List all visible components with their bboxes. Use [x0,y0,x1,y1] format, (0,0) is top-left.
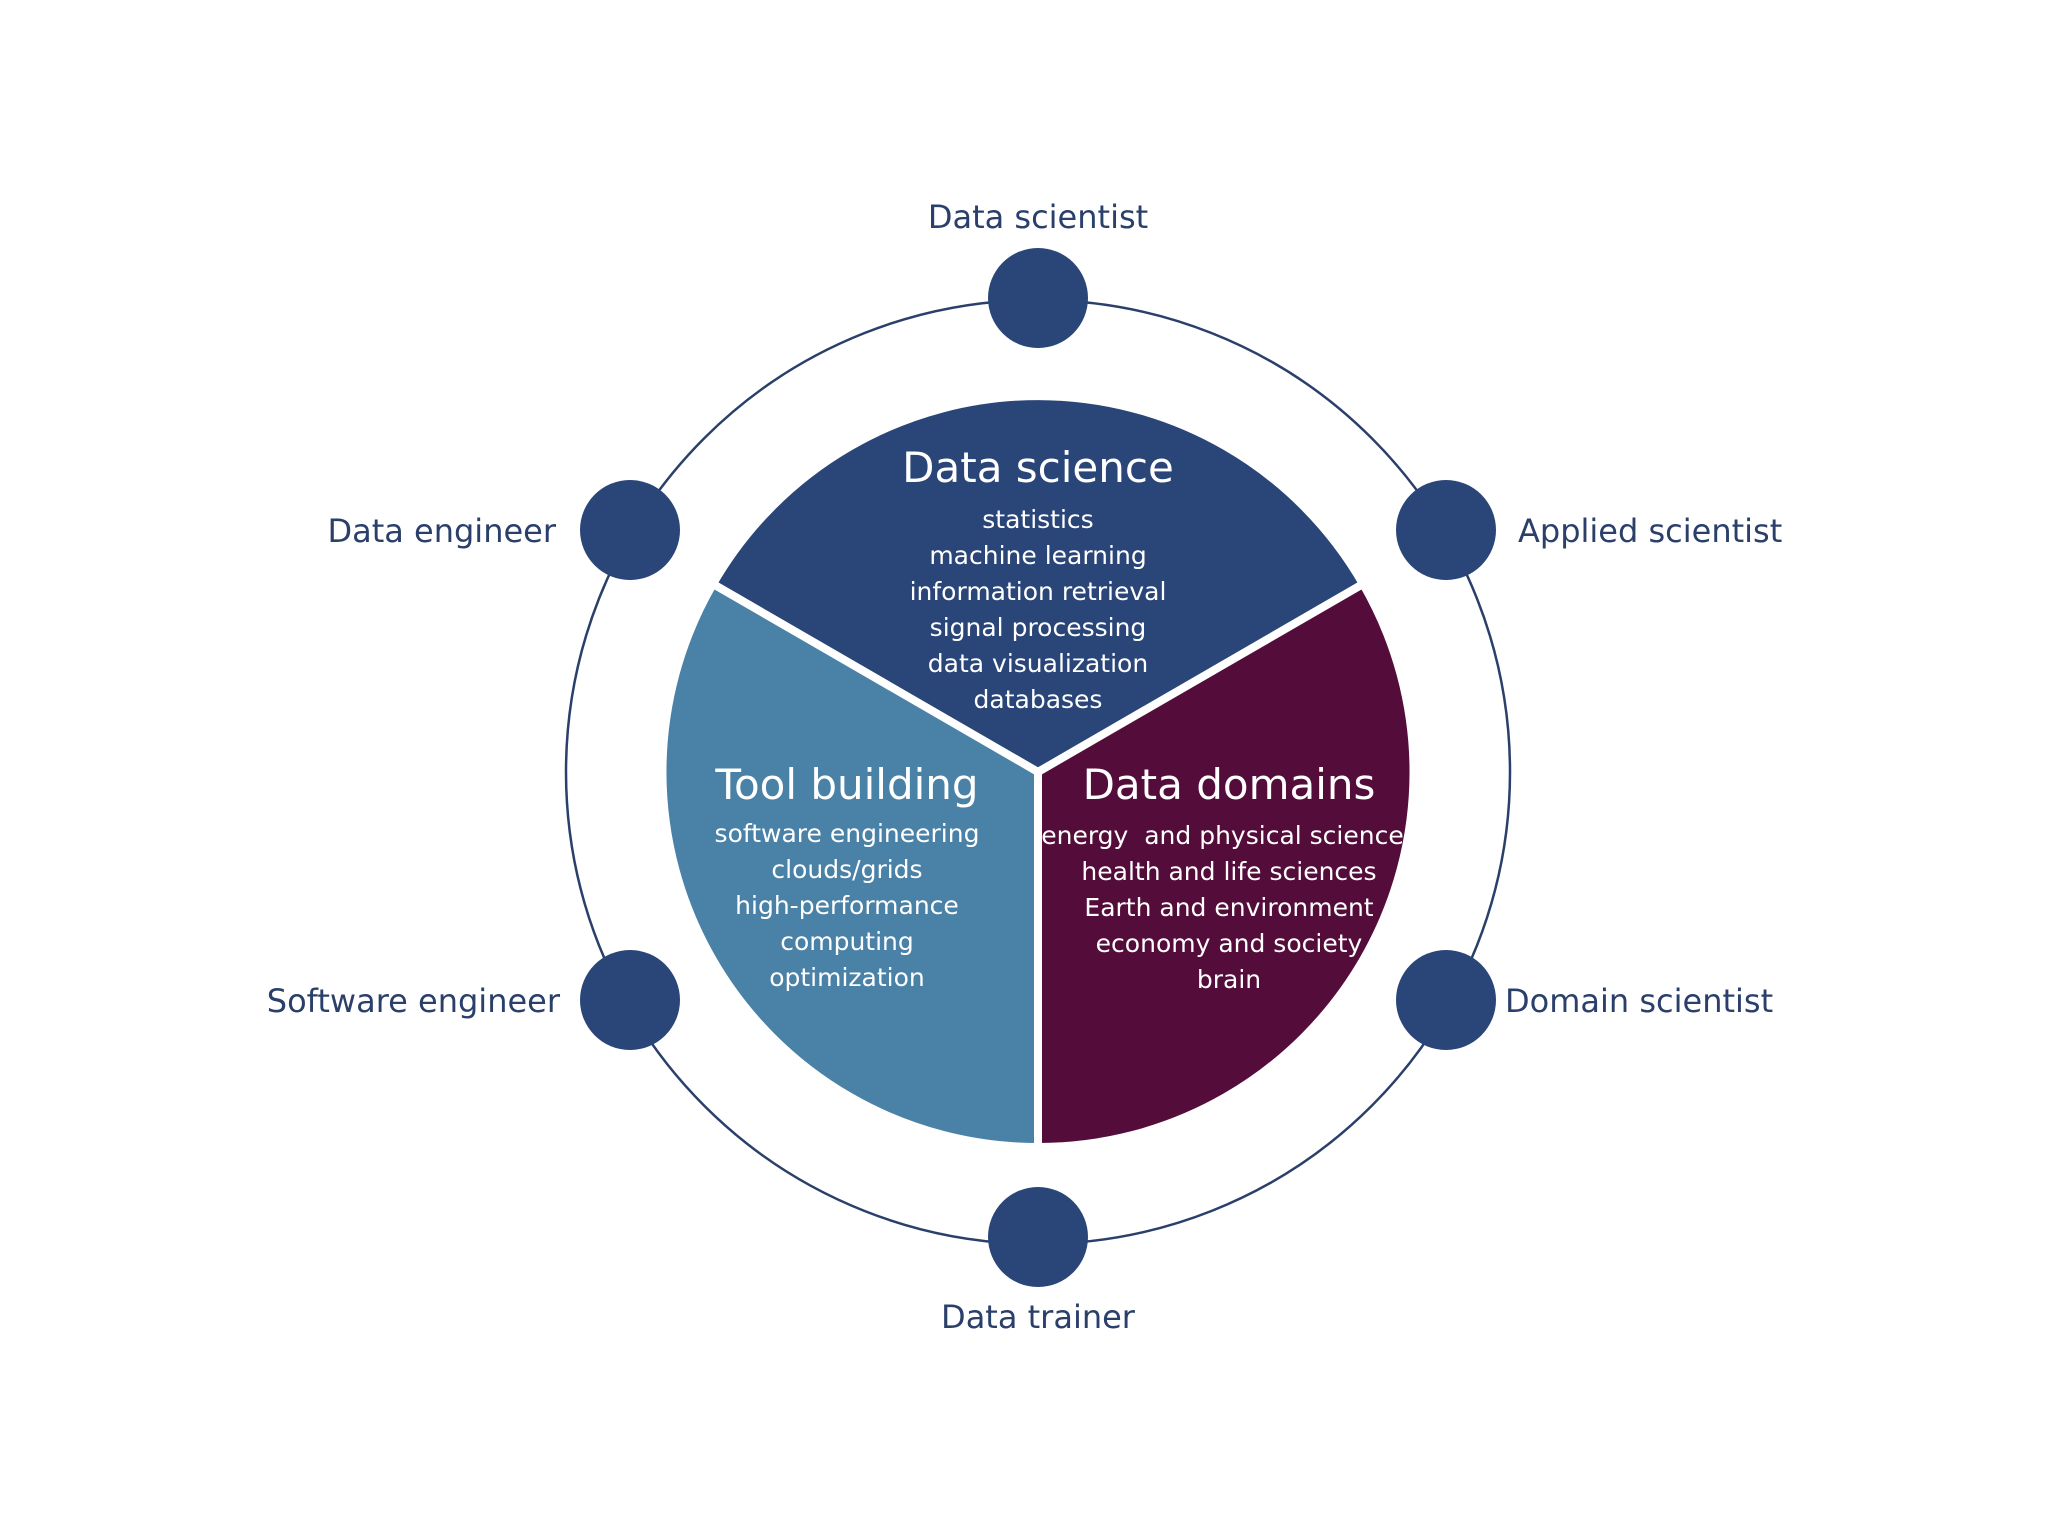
role-labels: Data scientist Applied scientist Domain … [267,198,1782,1336]
data-science-text: Data science statistics machine learning… [902,443,1174,714]
data-science-item: databases [974,685,1103,714]
node-domain-scientist [1396,950,1496,1050]
label-domain-scientist: Domain scientist [1505,982,1773,1020]
tool-building-text: Tool building software engineering cloud… [714,760,979,992]
data-domains-item: economy and society [1096,929,1363,958]
tool-building-item: computing [780,927,914,956]
label-software-engineer: Software engineer [267,982,561,1020]
node-data-trainer [988,1187,1088,1287]
label-data-scientist: Data scientist [928,198,1148,236]
tool-building-item: software engineering [715,819,980,848]
data-domains-item: health and life sciences [1081,857,1376,886]
data-science-item: information retrieval [910,577,1167,606]
segment-data-science [709,392,1367,776]
tool-building-item: high-performance [735,891,959,920]
label-applied-scientist: Applied scientist [1518,512,1782,550]
data-domains-item: energy and physical sciences [1041,821,1417,850]
tool-building-title: Tool building [714,760,978,809]
label-data-engineer: Data engineer [327,512,556,550]
node-data-scientist [988,248,1088,348]
node-software-engineer [580,950,680,1050]
label-data-trainer: Data trainer [941,1298,1136,1336]
data-science-item: statistics [982,505,1093,534]
data-science-item: signal processing [930,613,1147,642]
node-applied-scientist [1396,480,1496,580]
data-domains-item: brain [1197,965,1261,994]
data-science-title: Data science [902,443,1174,492]
data-science-item: machine learning [929,541,1146,570]
data-domains-title: Data domains [1083,760,1376,809]
segment-data-domains [1034,580,1418,1152]
node-data-engineer [580,480,680,580]
tool-building-item: optimization [769,963,925,992]
tool-building-item: clouds/grids [771,855,922,884]
data-domains-item: Earth and environment [1084,893,1373,922]
data-domains-text: Data domains energy and physical science… [1041,760,1417,994]
pie-chart [658,392,1418,1152]
segment-tool-building [658,580,1042,1152]
role-nodes [580,248,1496,1287]
data-science-item: data visualization [928,649,1148,678]
